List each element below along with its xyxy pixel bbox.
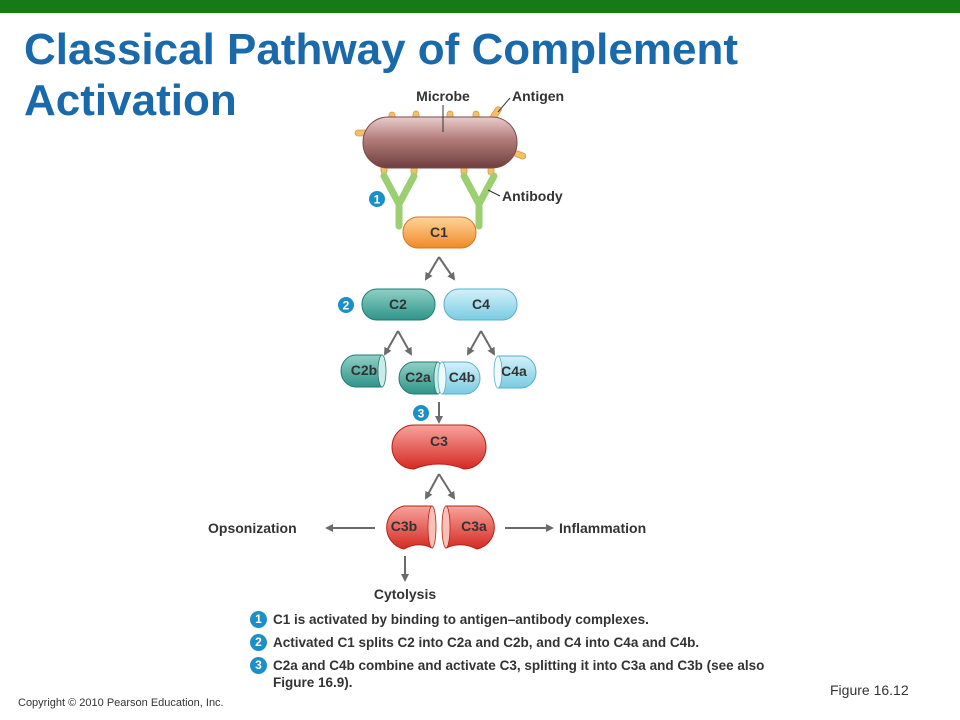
c2a-label: C2a bbox=[405, 369, 431, 385]
svg-text:3: 3 bbox=[418, 407, 425, 421]
c2b-cut-face bbox=[377, 354, 387, 388]
c2-molecule bbox=[361, 288, 436, 321]
c4b-label: C4b bbox=[449, 369, 475, 385]
c4-molecule bbox=[443, 288, 518, 321]
microbe-label: Microbe bbox=[416, 88, 470, 104]
c3-label: C3 bbox=[430, 433, 448, 449]
c2-label: C2 bbox=[389, 296, 407, 312]
top-bar bbox=[0, 0, 960, 13]
figure-reference: Figure 16.12 bbox=[830, 682, 909, 698]
antigen-label: Antigen bbox=[512, 88, 564, 104]
title-line-1: Classical Pathway of Complement bbox=[24, 25, 738, 74]
cytolysis-label: Cytolysis bbox=[374, 586, 436, 602]
c1-split-arrow bbox=[424, 256, 440, 281]
c3-molecule bbox=[391, 424, 487, 470]
c1-split-arrow bbox=[438, 256, 456, 281]
title-line-2: Activation bbox=[24, 76, 237, 125]
step-1-badge: 1 bbox=[369, 191, 385, 207]
antibody-label: Antibody bbox=[502, 188, 563, 204]
c4a-label: C4a bbox=[501, 363, 527, 379]
antibody-leader-line bbox=[487, 189, 501, 197]
c4b-cut-face bbox=[437, 361, 447, 395]
c3b-label: C3b bbox=[391, 518, 417, 534]
page-title: Classical Pathway of Complement Activati… bbox=[24, 24, 844, 126]
step-number-badge: 2 bbox=[250, 634, 267, 651]
step-legend-item-1: 1 C1 is activated by binding to antigen–… bbox=[250, 611, 810, 628]
c4-label: C4 bbox=[472, 296, 490, 312]
c3-split-arrow bbox=[438, 473, 456, 500]
c2-split-arrow bbox=[384, 330, 399, 356]
svg-text:1: 1 bbox=[374, 193, 381, 207]
step-number-badge: 3 bbox=[250, 657, 267, 674]
copyright-notice: Copyright © 2010 Pearson Education, Inc. bbox=[18, 697, 224, 709]
c3a-fragment bbox=[445, 505, 495, 550]
antigen-leader-line bbox=[497, 97, 511, 113]
arrows bbox=[325, 256, 554, 582]
c4b-fragment bbox=[441, 361, 481, 395]
c2b-fragment bbox=[340, 354, 383, 388]
c4-split-arrow bbox=[480, 330, 495, 356]
inflammation-label: Inflammation bbox=[559, 520, 646, 536]
step-3-badge: 3 bbox=[413, 405, 429, 421]
c3b-fragment bbox=[386, 505, 433, 550]
c4a-fragment bbox=[497, 355, 537, 389]
step-description: Activated C1 splits C2 into C2a and C2b,… bbox=[273, 635, 700, 650]
c1-label: C1 bbox=[430, 224, 448, 240]
step-legend-item-3: 3 C2a and C4b combine and activate C3, s… bbox=[250, 657, 810, 691]
microbe-cell bbox=[362, 116, 518, 169]
c2a-fragment bbox=[398, 361, 439, 395]
c3b-cut-face bbox=[427, 505, 437, 549]
step-description: C2a and C4b combine and activate C3, spl… bbox=[273, 658, 765, 690]
step-legend-item-2: 2 Activated C1 splits C2 into C2a and C2… bbox=[250, 634, 810, 651]
step-2-badge: 2 bbox=[338, 297, 354, 313]
step-legend: 1 C1 is activated by binding to antigen–… bbox=[250, 611, 810, 697]
opsonization-label: Opsonization bbox=[208, 520, 297, 536]
c3-split-arrow bbox=[425, 473, 440, 500]
c4-split-arrow bbox=[467, 330, 482, 356]
c2b-label: C2b bbox=[351, 362, 377, 378]
c3a-cut-face bbox=[441, 505, 451, 549]
antibody-left bbox=[380, 172, 418, 230]
antibodies bbox=[380, 172, 498, 230]
c1-molecule bbox=[402, 216, 477, 249]
c4a-cut-face bbox=[493, 355, 503, 389]
antibody-right bbox=[460, 172, 498, 230]
step-description: C1 is activated by binding to antigen–an… bbox=[273, 612, 649, 627]
step-number-badge: 1 bbox=[250, 611, 267, 628]
svg-text:2: 2 bbox=[343, 299, 350, 313]
c2-split-arrow bbox=[397, 330, 412, 356]
c3a-label: C3a bbox=[461, 518, 487, 534]
